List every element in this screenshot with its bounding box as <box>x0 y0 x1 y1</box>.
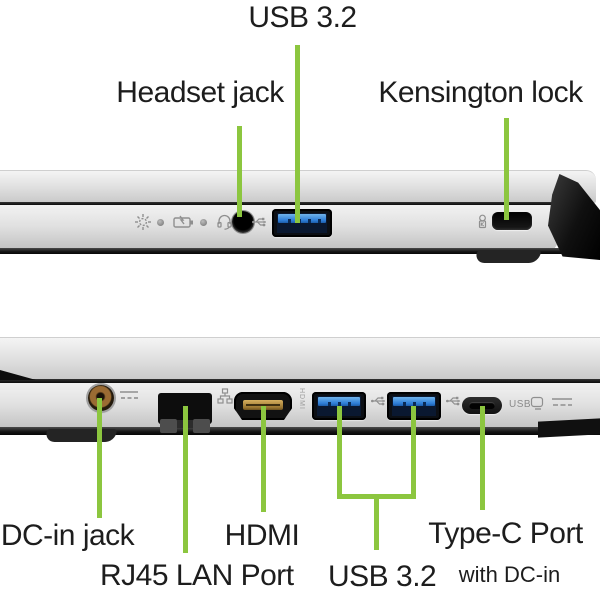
usb-icon <box>252 217 266 227</box>
rj45-tab-left <box>160 419 177 433</box>
callout-line-kensington <box>504 118 509 220</box>
callout-label-headset: Headset jack <box>116 76 284 109</box>
laptop-seam-bottom <box>0 379 600 383</box>
laptop-right-side-view <box>0 168 600 268</box>
laptop-bottom-edge-top <box>0 248 566 254</box>
callout-line-hdmi <box>261 406 266 512</box>
usb-a-port-top <box>272 209 332 237</box>
headset-icon <box>217 214 232 230</box>
callout-line-rj45 <box>183 406 188 553</box>
callout-label-rj45: RJ45 LAN Port <box>100 559 294 592</box>
callout-label-typec: Type-C Port <box>428 517 583 550</box>
callout-line-usb32-top <box>295 45 300 223</box>
callout-line-dcin <box>97 398 102 518</box>
battery-led-icon <box>173 215 193 228</box>
callout-line-typec <box>480 406 485 510</box>
usb-icon <box>446 396 460 406</box>
usb-c-port <box>462 397 502 414</box>
laptop-left-side-view: HDMI <box>0 330 600 445</box>
dc-symbol-icon <box>120 391 138 399</box>
power-led-icon <box>135 214 151 230</box>
callout-label-kensington: Kensington lock <box>378 76 583 109</box>
callout-line-headset <box>237 126 242 217</box>
kensington-lock-icon <box>478 214 487 229</box>
lan-network-icon <box>217 388 233 404</box>
laptop-hinge-notch <box>0 370 36 380</box>
usb-a-port-2 <box>387 392 441 420</box>
usb-charging-logo-text: USB <box>509 399 532 410</box>
laptop-rubber-foot <box>474 250 542 263</box>
usb-a-tongue <box>278 214 326 223</box>
callout-label-usb32-top: USB 3.2 <box>248 1 357 34</box>
callout-line-usb-stem <box>374 494 379 550</box>
callout-label-usb32-bottom: USB 3.2 <box>328 560 437 593</box>
laptop-bottom-shadow-right <box>538 418 600 438</box>
callout-label-dcin: DC-in jack <box>0 519 135 552</box>
callout-sublabel-typec: with DC-in <box>458 562 561 587</box>
battery-led-dot <box>200 219 207 226</box>
hdmi-connector <box>243 400 283 410</box>
laptop-rubber-foot-left <box>44 429 118 442</box>
battery-charge-icon <box>552 398 572 406</box>
callout-label-hdmi: HDMI <box>224 519 300 552</box>
laptop-bottom-edge-bottom <box>0 427 600 435</box>
usb-icon <box>371 396 385 406</box>
rj45-tab-right <box>193 419 210 433</box>
callout-line-usb2 <box>411 406 416 499</box>
laptop-lid-edge-bottom <box>0 337 600 380</box>
usb-a-tongue <box>393 397 435 406</box>
callout-line-usb1 <box>337 406 342 499</box>
usb-a-tongue <box>318 397 360 406</box>
kensington-lock-slot <box>492 212 532 230</box>
laptop-seam-top <box>0 202 584 205</box>
power-led-dot <box>157 219 164 226</box>
chassis-marking-hdmi: HDMI <box>298 388 305 410</box>
usb-charging-logo-icon <box>530 396 544 410</box>
